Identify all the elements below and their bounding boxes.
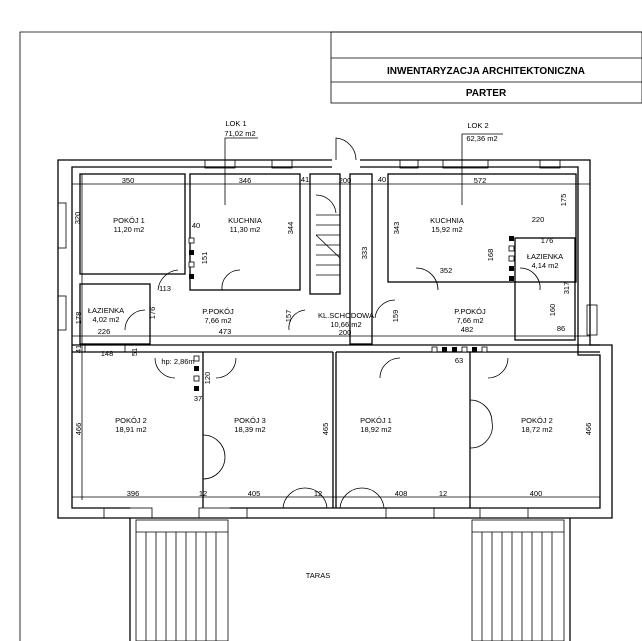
dimension-label: 572	[474, 176, 487, 185]
dimension-label: 157	[284, 310, 293, 323]
room-area: 11,30 m2	[230, 225, 261, 234]
room-area: 18,91 m2	[115, 425, 146, 434]
dimension-label: 40	[378, 175, 386, 184]
dimension-label: 343	[392, 222, 401, 235]
dimension-labels: 350 346 41 200 40 572 320 344 175 220 34…	[73, 175, 593, 498]
unit-1-name: LOK 1	[225, 119, 246, 128]
dimension-label: 226	[98, 327, 111, 336]
dimension-label: 176	[148, 307, 157, 320]
room-area: 4,14 m2	[531, 261, 558, 270]
dimension-label: 352	[440, 266, 453, 275]
room-name: POKÓJ 2	[521, 416, 553, 425]
dimension-label: 37	[194, 394, 202, 403]
room-name: KUCHNIA	[228, 216, 262, 225]
dimension-label: 168	[486, 249, 495, 262]
staircase	[315, 194, 341, 276]
terrace-stairs-left	[136, 531, 228, 641]
dimension-label: 317	[562, 282, 571, 295]
terrace-stairs-right	[472, 531, 564, 641]
dimension-label: 113	[159, 284, 171, 293]
room-area: 11,20 m2	[114, 225, 145, 234]
room-name: P.POKÓJ	[454, 307, 486, 316]
room-area: 10,66 m2	[330, 320, 361, 329]
dimension-label: 333	[360, 247, 369, 260]
dimension-label: 482	[461, 325, 474, 334]
room-area: 4,02 m2	[92, 315, 119, 324]
room-area: 18,92 m2	[360, 425, 391, 434]
unit-labels: LOK 1 71,02 m2 LOK 2 62,36 m2	[224, 119, 503, 205]
dimension-label: 40	[192, 221, 200, 230]
dimension-label: 350	[122, 176, 135, 185]
interior-walls	[72, 173, 600, 509]
dimension-label: 120	[203, 372, 212, 385]
unit-2-name: LOK 2	[467, 121, 488, 130]
dimension-label: 151	[200, 252, 209, 265]
terrace: TARAS	[129, 518, 571, 641]
dimension-label: 405	[248, 489, 261, 498]
dimension-label: 220	[532, 215, 545, 224]
dimension-label: 160	[548, 304, 557, 317]
dimension-label: 346	[239, 176, 252, 185]
dimension-label: 466	[74, 423, 83, 436]
room-name: ŁAZIENKA	[527, 252, 563, 261]
room-area: 18,72 m2	[521, 425, 552, 434]
room-name: POKÓJ 3	[234, 416, 266, 425]
dimension-label: 466	[584, 423, 593, 436]
dimension-label: 400	[530, 489, 543, 498]
dimension-label: 12	[439, 489, 447, 498]
dimension-label: 148	[101, 349, 114, 358]
ventilation-ducts	[188, 236, 515, 391]
title-block: INWENTARYZACJA ARCHITEKTONICZNA PARTER	[19, 31, 642, 641]
terrace-label: TARAS	[306, 571, 330, 580]
unit-1-area: 71,02 m2	[224, 129, 255, 138]
ceiling-height: hp: 2,86m	[161, 357, 194, 366]
room-name: KL.SCHODOWA	[318, 311, 374, 320]
room-name: P.POKÓJ	[202, 307, 234, 316]
dimension-label: 175	[559, 194, 568, 207]
dimension-label: 473	[219, 327, 232, 336]
dimension-label: 12	[314, 489, 322, 498]
dimension-label: 63	[455, 356, 463, 365]
dimension-label: 178	[74, 312, 83, 325]
outer-walls	[57, 137, 613, 519]
dimension-label: 41	[74, 345, 83, 353]
dimension-label: 12	[199, 489, 207, 498]
dimension-label: 408	[395, 489, 408, 498]
dimension-lines	[72, 174, 600, 500]
room-name: KUCHNIA	[430, 216, 464, 225]
dimension-label: 200	[339, 328, 352, 337]
dimension-label: 320	[73, 212, 82, 225]
room-area: 18,39 m2	[234, 425, 265, 434]
room-area: 7,66 m2	[456, 316, 483, 325]
room-name: POKÓJ 1	[360, 416, 392, 425]
dimension-label: 176	[541, 236, 554, 245]
dimension-label: 396	[127, 489, 140, 498]
room-area: 7,66 m2	[204, 316, 231, 325]
dimension-label: 344	[286, 222, 295, 235]
dimension-label: 86	[557, 324, 565, 333]
room-name: ŁAZIENKA	[88, 306, 124, 315]
room-name: POKÓJ 1	[113, 216, 145, 225]
drawing-title: INWENTARYZACJA ARCHITEKTONICZNA	[387, 66, 585, 77]
dimension-label: 41	[301, 175, 309, 184]
room-name: POKÓJ 2	[115, 416, 147, 425]
dimension-label: 465	[321, 423, 330, 436]
floor-name: PARTER	[466, 88, 507, 99]
room-area: 15,92 m2	[431, 225, 462, 234]
dimension-label: 200	[339, 176, 352, 185]
dimension-label: 159	[391, 310, 400, 323]
room-labels: POKÓJ 1 11,20 m2 KUCHNIA 11,30 m2 ŁAZIEN…	[88, 216, 563, 434]
unit-2-area: 62,36 m2	[466, 134, 497, 143]
dimension-label: 51	[130, 348, 139, 356]
